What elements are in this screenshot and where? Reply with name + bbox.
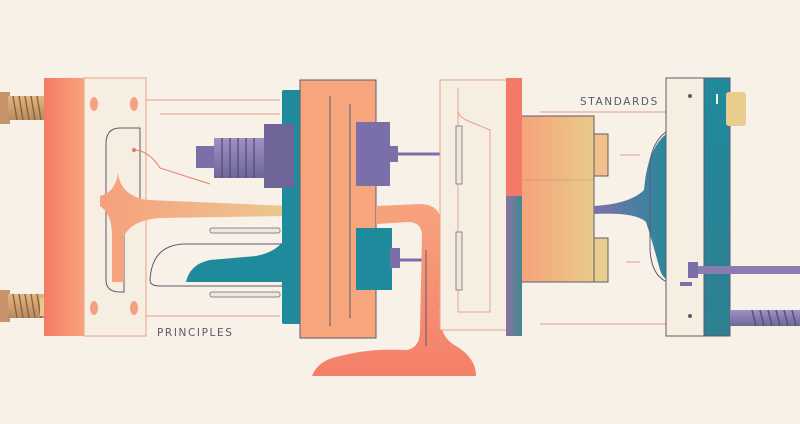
right-mold-plate (439, 78, 522, 336)
center-mold-block (196, 79, 400, 339)
standards-label: STANDARDS (580, 96, 659, 108)
far-right-plate (665, 77, 746, 337)
ejector-pins (209, 227, 281, 298)
principles-label: PRINCIPLES (157, 327, 234, 339)
left-screw-top (0, 92, 48, 124)
guide-lines-right (540, 111, 666, 325)
guide-lines-left (146, 99, 280, 317)
coral-drip (312, 204, 476, 376)
cavity-block (522, 115, 609, 283)
feed-runner (100, 172, 290, 282)
teal-funnel (594, 128, 676, 282)
right-rods (698, 266, 800, 327)
teal-drip-left (186, 240, 290, 282)
